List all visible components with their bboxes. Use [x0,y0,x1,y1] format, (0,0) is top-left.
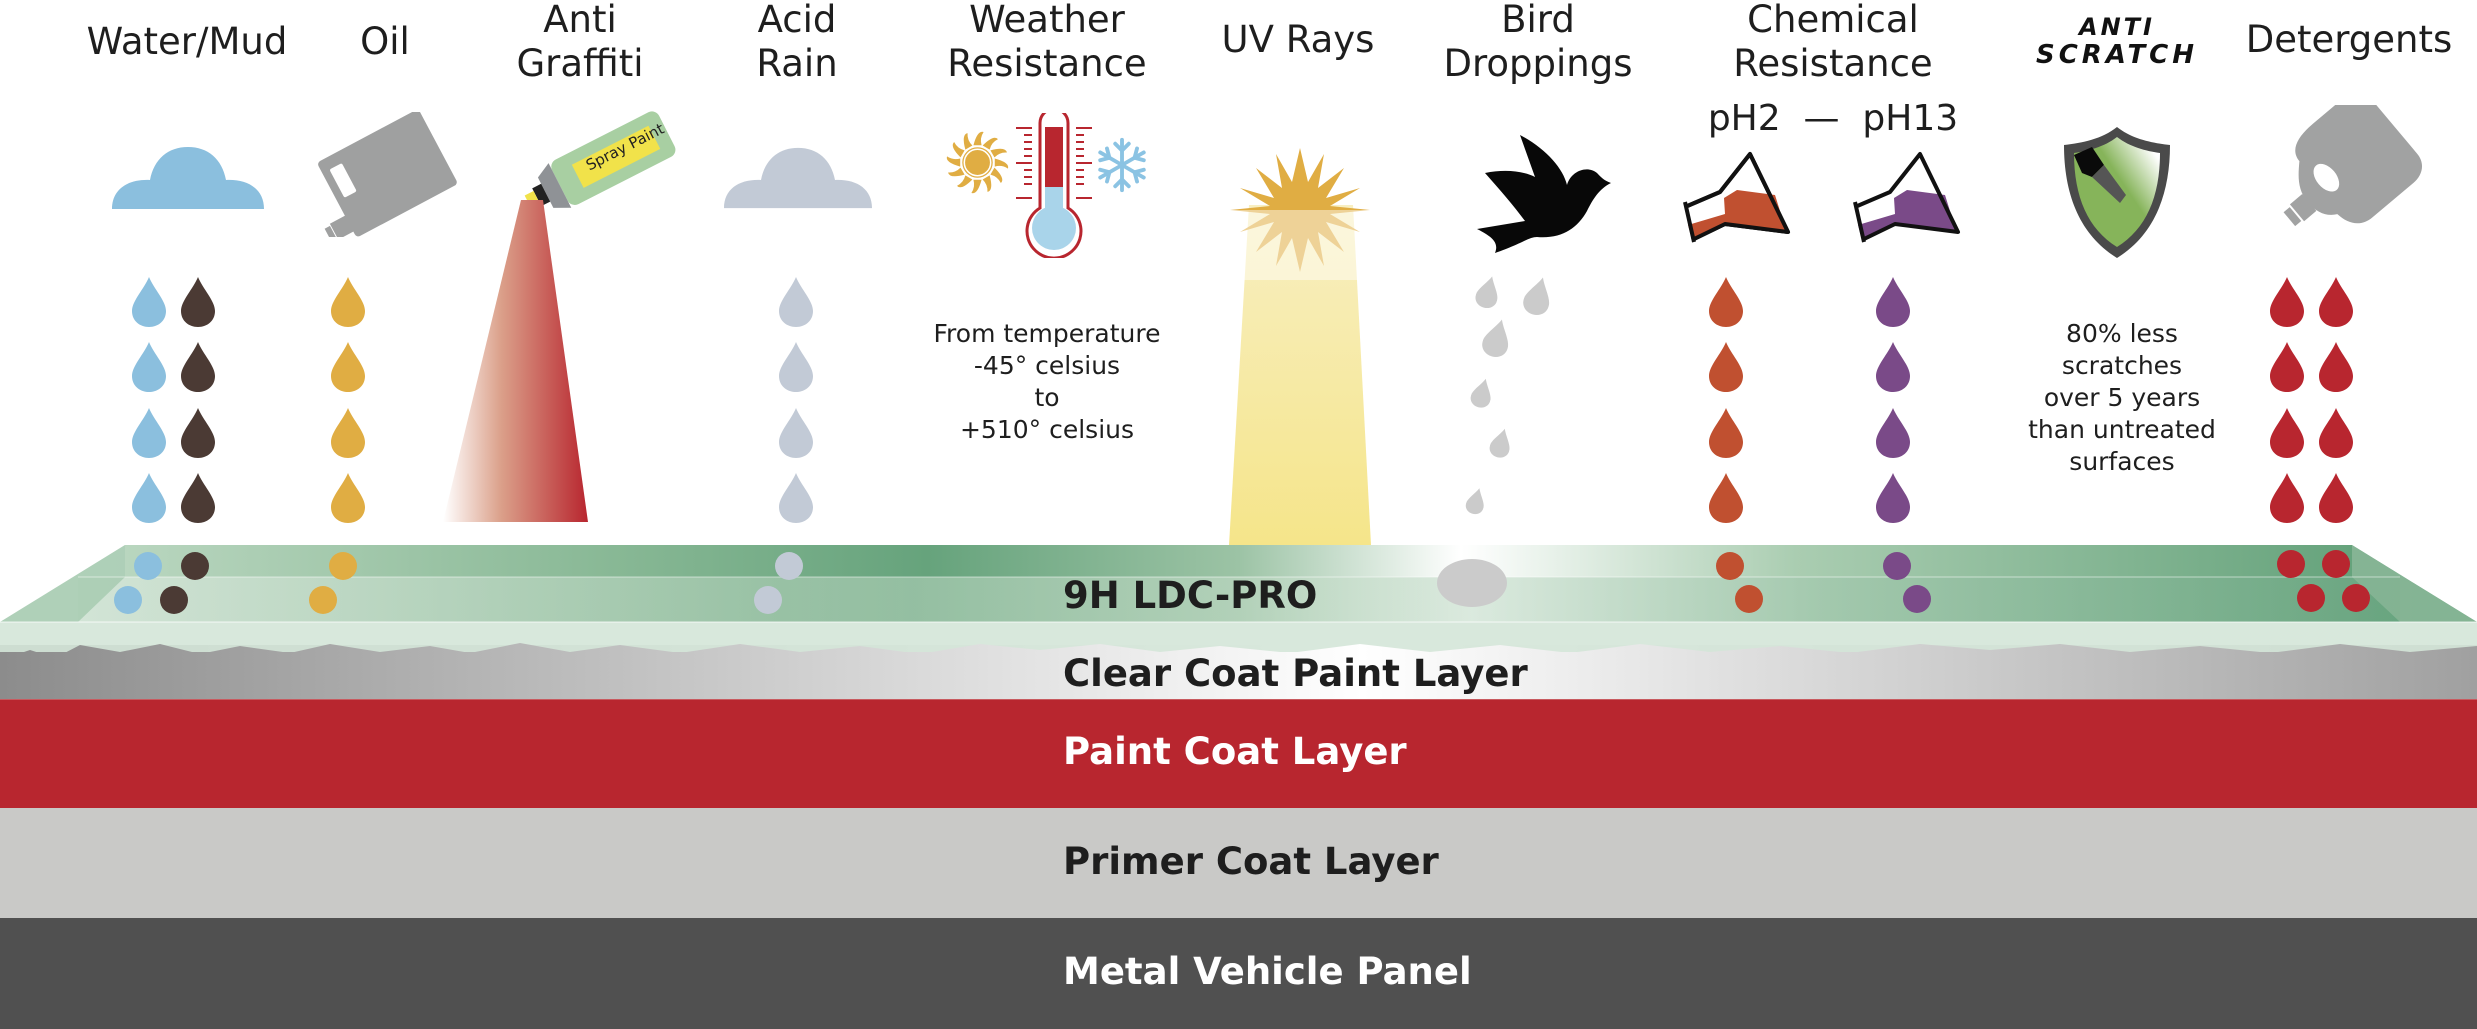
surface-droplet [2277,550,2305,578]
surface-droplet [309,586,337,614]
detergent-bottle-icon [2283,105,2423,227]
bird-dropping-icon [1473,273,1503,311]
paint-coat-layer [0,699,2477,809]
metal-panel-layer [0,918,2477,1029]
surface-droplet [1883,552,1911,580]
acid-chemical-drop-icon [1709,473,1743,523]
water-drop-icon [132,408,166,458]
acid-rain-drop-icon [779,473,813,523]
header-detergents: Detergents [2245,18,2453,61]
thermometer-icon [1016,113,1092,258]
bird-dropping-icon [1463,485,1489,517]
surface-droplet [329,552,357,580]
surface-droplet [1903,585,1931,613]
ph-range-label: pH2 — pH13 [1707,98,1959,139]
header-oil: Oil [360,20,410,63]
bird-dropping-icon [1468,376,1496,410]
layer-label-paint-coat: Paint Coat Layer [1063,730,1407,773]
spray-can-icon [524,111,676,209]
acid-rain-drop-icon [779,277,813,327]
alkaline-flask-icon [1853,152,1960,243]
primer-coat-layer [0,808,2477,918]
acid-rain-drop-icon [779,408,813,458]
spray-mist-icon [443,200,588,522]
shield-icon [2064,127,2170,258]
detergent-drop-icon [2270,342,2304,392]
alkaline-chemical-drop-icon [1876,408,1910,458]
detergent-drop-icon [2319,342,2353,392]
detergent-drop-icon [2319,473,2353,523]
oil-drop-icon [331,342,365,392]
mud-drop-icon [181,408,215,458]
detergent-drop-icon [2270,277,2304,327]
layer-label-primer-coat: Primer Coat Layer [1063,840,1439,883]
surface-droplet [2322,550,2350,578]
sun-icon [946,131,1009,194]
water-drop-icon [132,342,166,392]
bird-dropping-icon [1487,426,1515,460]
mud-drop-icon [181,342,215,392]
water-drop-icon [132,277,166,327]
bird-dropping-icon [1479,316,1515,360]
cloud-icon [112,147,264,209]
oil-drop-icon [331,277,365,327]
coating-layer-3d [0,545,2477,705]
surface-droplet [1716,552,1744,580]
surface-droplet [754,586,782,614]
water-drop-icon [132,473,166,523]
layer-label-clear-coat: Clear Coat Paint Layer [1063,652,1528,695]
uv-sun-beam-icon [1225,148,1375,545]
acid-flask-icon [1683,152,1790,243]
bird-icon [1477,135,1611,253]
layer-label-metal-panel: Metal Vehicle Panel [1063,950,1472,993]
detergent-drop-icon [2270,408,2304,458]
alkaline-chemical-drop-icon [1876,277,1910,327]
surface-droplet [181,552,209,580]
oil-drop-icon [331,473,365,523]
surface-droplet [1735,585,1763,613]
layer-label-ldc-pro: 9H LDC-PRO [1063,574,1318,617]
acid-chemical-drop-icon [1709,277,1743,327]
surface-droplet [160,586,188,614]
bird-dropping-blob [1437,559,1507,607]
alkaline-chemical-drop-icon [1876,342,1910,392]
oil-drop-icon [331,408,365,458]
header-uv-rays: UV Rays [1221,18,1375,61]
bird-dropping-icon [1520,274,1556,318]
surface-droplet [775,552,803,580]
acid-chemical-drop-icon [1709,342,1743,392]
mud-drop-icon [181,277,215,327]
mud-drop-icon [181,473,215,523]
surface-droplet [2297,584,2325,612]
header-water-mud: Water/Mud [86,20,288,63]
snowflake-icon [1094,137,1150,193]
detergent-drop-icon [2319,277,2353,327]
alkaline-chemical-drop-icon [1876,473,1910,523]
surface-droplet [134,552,162,580]
acid-cloud-icon [724,147,872,209]
oil-can-icon [318,112,457,237]
surface-droplet [114,586,142,614]
surface-droplet [2342,584,2370,612]
detergent-drop-icon [2319,408,2353,458]
acid-rain-drop-icon [779,342,813,392]
detergent-drop-icon [2270,473,2304,523]
acid-chemical-drop-icon [1709,408,1743,458]
